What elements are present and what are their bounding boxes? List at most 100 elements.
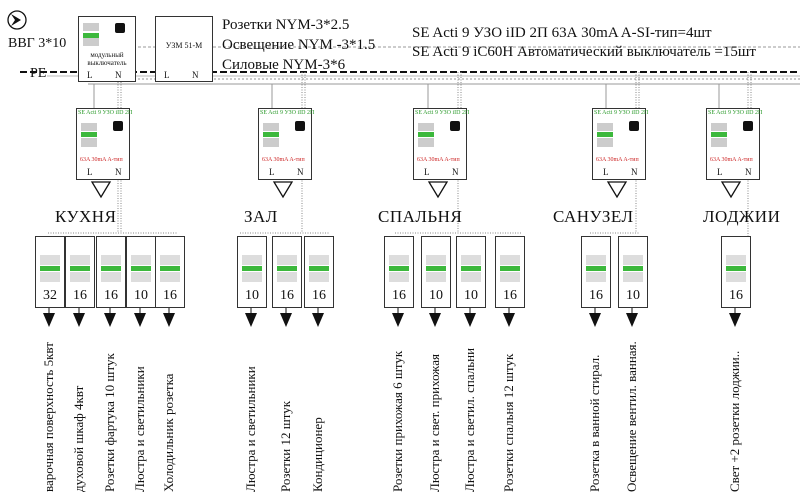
breaker-rating: 16 — [392, 288, 406, 303]
rcd-window — [597, 138, 613, 147]
rcd-window — [597, 123, 613, 131]
rcd-indicator — [263, 132, 279, 137]
rcd-indicator — [418, 132, 434, 137]
group-wires — [48, 178, 749, 238]
breaker-indicator — [500, 266, 520, 271]
breaker-rating: 16 — [104, 288, 118, 303]
breaker-window — [623, 255, 643, 265]
load-label: Розетки 12 штук — [278, 400, 293, 492]
rcd-triangle-icon — [427, 181, 449, 199]
down-arrow-icon — [280, 313, 292, 327]
down-arrow-icon — [464, 313, 476, 327]
main-breaker-indicator — [83, 33, 99, 38]
breaker-window — [586, 255, 606, 265]
breaker-indicator — [726, 266, 746, 271]
breaker-window — [131, 272, 151, 282]
breaker-indicator — [40, 266, 60, 271]
rcd-test-button — [629, 121, 639, 131]
breaker-rating: 16 — [589, 288, 603, 303]
breaker-rating: 10 — [429, 288, 443, 303]
breaker-window — [389, 255, 409, 265]
rcd-indicator — [81, 132, 97, 137]
circuit-breaker: 16 — [272, 236, 302, 308]
room-label: ЗАЛ — [244, 207, 278, 226]
room-label: САНУЗЕЛ — [553, 207, 634, 226]
breaker-window — [70, 272, 90, 282]
terminal-n: N — [297, 167, 304, 177]
load-label: Кондиционер — [310, 417, 325, 492]
rcd-model-label: SE Acti 9 УЗО iID 2П — [78, 110, 133, 116]
rcd-rating-label: 63A 30mA A-тип — [417, 157, 460, 163]
rcd-window — [711, 138, 727, 147]
main-breaker-label: модульный выключатель — [87, 51, 127, 67]
rcd-triangle-icon — [90, 181, 112, 199]
rcd-rating-label: 63A 30mA A-тип — [80, 157, 123, 163]
breaker-window — [726, 272, 746, 282]
breaker-rating: 10 — [626, 288, 640, 303]
load-label: Освещение вентил. ванная. — [624, 341, 639, 492]
rcd-spec: SE Acti 9 УЗО iID 2П 63А 30mA A-SI-тип=4… — [412, 25, 712, 41]
breaker-rating: 10 — [134, 288, 148, 303]
load-label: Холодильник розетка — [161, 373, 176, 492]
down-arrow-icon — [245, 313, 257, 327]
load-label: Розетки спальня 12 штук — [501, 353, 516, 492]
terminal-l: L — [603, 167, 609, 177]
terminal-n: N — [115, 70, 122, 80]
rcd-test-button — [295, 121, 305, 131]
down-arrow-icon — [429, 313, 441, 327]
breaker-indicator — [160, 266, 180, 271]
breaker-window — [500, 255, 520, 265]
circuit-breaker: 16 — [65, 236, 95, 308]
breaker-rating: 16 — [73, 288, 87, 303]
breaker-indicator — [101, 266, 121, 271]
circuit-breaker: 16 — [155, 236, 185, 308]
rcd-window — [81, 138, 97, 147]
breaker-window — [500, 272, 520, 282]
circuit-breaker: 16 — [384, 236, 414, 308]
breaker-indicator — [131, 266, 151, 271]
breaker-rating: 16 — [280, 288, 294, 303]
breaker-indicator — [277, 266, 297, 271]
breaker-window — [40, 255, 60, 265]
circuit-breaker: 10 — [126, 236, 156, 308]
down-arrow-icon — [73, 313, 85, 327]
rcd-window — [418, 138, 434, 147]
circuit-breaker: 32 — [35, 236, 65, 308]
circuit-breaker: 10 — [618, 236, 648, 308]
terminal-n: N — [631, 167, 638, 177]
circuit-breaker: 16 — [581, 236, 611, 308]
rcd-test-button — [743, 121, 753, 131]
breaker-indicator — [389, 266, 409, 271]
rcd-model-label: SE Acti 9 УЗО iID 2П — [415, 110, 470, 116]
circuit-breaker: 10 — [456, 236, 486, 308]
rcd-window — [263, 138, 279, 147]
breaker-indicator — [309, 266, 329, 271]
breaker-window — [101, 255, 121, 265]
rcd-rating-label: 63A 30mA A-тип — [262, 157, 305, 163]
main-breaker-switch — [115, 23, 125, 33]
breaker-indicator — [461, 266, 481, 271]
breaker-window — [461, 272, 481, 282]
load-label: Свет +2 розетки лоджии.. — [727, 350, 742, 492]
rcd-window — [418, 123, 434, 131]
input-cable-label: ВВГ 3*10 — [8, 36, 67, 51]
breaker-rating: 16 — [163, 288, 177, 303]
down-arrow-icon — [43, 313, 55, 327]
breaker-indicator — [242, 266, 262, 271]
breaker-rating: 10 — [464, 288, 478, 303]
circuit-breaker: 16 — [721, 236, 751, 308]
terminal-n: N — [115, 167, 122, 177]
down-arrow-icon — [729, 313, 741, 327]
breaker-window — [309, 272, 329, 282]
breaker-rating: 10 — [245, 288, 259, 303]
down-arrow-icon — [104, 313, 116, 327]
breaker-rating: 16 — [729, 288, 743, 303]
room-label: СПАЛЬНЯ — [378, 207, 463, 226]
terminal-n: N — [192, 70, 199, 80]
